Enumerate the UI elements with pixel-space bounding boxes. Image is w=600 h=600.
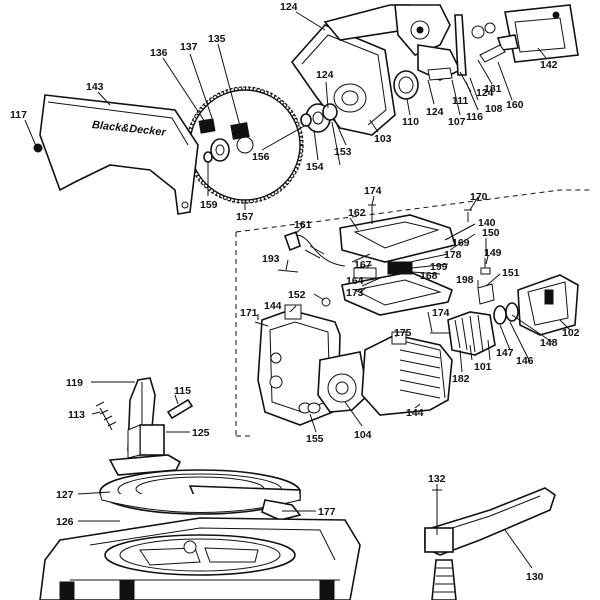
part-label: 199 xyxy=(430,261,448,273)
part-label: 117 xyxy=(10,109,27,121)
part-label: 144 xyxy=(264,300,282,312)
part-label: 102 xyxy=(562,327,580,339)
saw-blade xyxy=(186,86,304,204)
part-label: 110 xyxy=(402,116,419,128)
part-label: 162 xyxy=(348,207,366,219)
blade-flanges xyxy=(203,103,338,163)
part-label: 137 xyxy=(180,41,198,53)
part-label: 160 xyxy=(506,99,524,111)
part-label: 125 xyxy=(192,427,210,439)
saw-base xyxy=(39,517,361,600)
part-label: 101 xyxy=(474,361,492,373)
part-label: 173 xyxy=(346,287,364,299)
armature xyxy=(430,311,496,356)
part-label: 153 xyxy=(334,146,352,158)
part-label: 169 xyxy=(452,237,470,249)
part-label: 144 xyxy=(406,407,424,419)
part-label: 178 xyxy=(444,249,462,261)
part-label: 107 xyxy=(448,116,466,128)
part-label: 130 xyxy=(526,571,544,583)
part-label: 155 xyxy=(306,433,324,445)
part-label: 167 xyxy=(354,259,372,271)
part-label: 193 xyxy=(262,253,280,265)
motor-fan xyxy=(317,351,369,413)
part-label: 164 xyxy=(346,275,364,287)
part-label: 136 xyxy=(150,47,168,59)
part-label: 175 xyxy=(394,327,412,339)
part-label: 171 xyxy=(240,307,258,319)
part-label: 182 xyxy=(452,373,470,385)
part-label: 108 xyxy=(485,103,503,115)
part-label: 126 xyxy=(56,516,74,528)
part-labels: 124 103 110 124 107 111 116 124 108 181 … xyxy=(10,1,580,583)
part-label: 124 xyxy=(476,87,494,99)
part-label: 198 xyxy=(456,274,474,286)
part-label: 116 xyxy=(466,111,483,123)
power-cord xyxy=(283,230,346,267)
part-label: 140 xyxy=(478,217,496,229)
part-label: 157 xyxy=(236,211,254,223)
turntable xyxy=(99,469,302,521)
part-label: 156 xyxy=(252,151,270,163)
motor-field xyxy=(517,274,579,336)
part-label: 177 xyxy=(318,506,336,518)
part-label: 103 xyxy=(374,133,392,145)
part-label: 148 xyxy=(540,337,558,349)
part-label: 149 xyxy=(484,247,502,259)
part-label: 174 xyxy=(364,185,382,197)
part-label: 132 xyxy=(428,473,446,485)
motor-assembly-boundary xyxy=(235,189,592,437)
motor-housing-right xyxy=(361,331,453,416)
part-label: 111 xyxy=(452,95,469,107)
lower-guard: Black&Decker xyxy=(33,94,199,215)
part-label: 146 xyxy=(516,355,534,367)
part-label: 151 xyxy=(502,267,520,279)
part-label: 143 xyxy=(86,81,104,93)
part-label: 152 xyxy=(288,289,306,301)
extension-arm xyxy=(424,487,556,600)
upper-linkage xyxy=(323,4,579,100)
carbon-brushes xyxy=(198,118,250,140)
part-label: 127 xyxy=(56,489,74,501)
part-label: 104 xyxy=(354,429,372,441)
part-label: 124 xyxy=(280,1,298,13)
pivot-bracket xyxy=(95,377,194,476)
part-label: 124 xyxy=(316,69,334,81)
part-label: 113 xyxy=(68,409,85,421)
part-label: 154 xyxy=(306,161,324,173)
part-label: 115 xyxy=(174,385,191,397)
part-label: 168 xyxy=(420,270,438,282)
part-label: 161 xyxy=(294,219,312,231)
part-label: 135 xyxy=(208,33,226,45)
bearings xyxy=(493,302,519,325)
part-label: 181 xyxy=(484,83,502,95)
part-label: 119 xyxy=(66,377,83,389)
part-label: 124 xyxy=(426,106,444,118)
upper-blade-guard xyxy=(290,24,396,136)
leader-lines xyxy=(24,11,571,569)
part-label: 159 xyxy=(200,199,218,211)
part-label: 170 xyxy=(470,191,488,203)
part-label: 147 xyxy=(496,347,514,359)
part-label: 150 xyxy=(482,227,500,239)
part-label: 142 xyxy=(540,59,558,71)
part-label: 174 xyxy=(432,307,450,319)
